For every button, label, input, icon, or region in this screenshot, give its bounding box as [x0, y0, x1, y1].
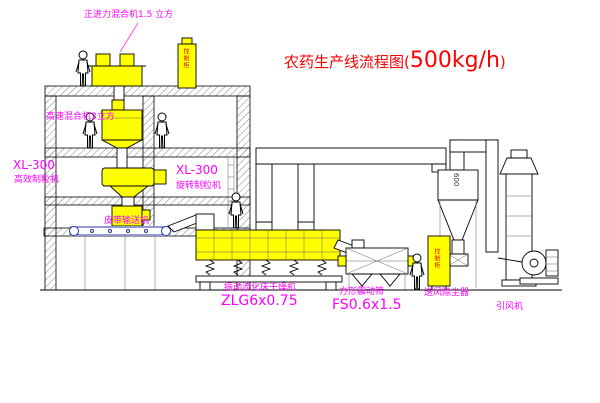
- belt-conveyor-label: 皮带输送机: [104, 216, 150, 226]
- fluid-bed-dryer: [167, 213, 355, 291]
- label-leader-line: [119, 22, 139, 53]
- rotary-granulator: [101, 167, 167, 207]
- dryer-name-label: 振动流化床干燥机: [224, 283, 297, 293]
- swing-granulator: [111, 205, 151, 227]
- diagram-title: 农药生产线流程图(500kg/h): [284, 48, 506, 73]
- cyclone-separator: [437, 139, 499, 288]
- title-text: 农药生产线流程图(: [284, 53, 410, 71]
- top-mixer: [88, 53, 146, 101]
- title-suffix: ): [499, 53, 506, 71]
- high-speed-mixer-label: 高速混合机3立方: [46, 112, 115, 122]
- granulator-left-name: 高效制粒机: [14, 175, 60, 185]
- exhaust-duct: [255, 147, 447, 223]
- granulator-left-model: XL-300: [13, 158, 55, 172]
- sieve-model-label: FS0.6x1.5: [332, 297, 402, 313]
- control-cabinet-top: [177, 37, 197, 89]
- granulator-right-model: XL-300: [176, 163, 218, 177]
- title-capacity: 500kg/h: [409, 48, 500, 73]
- square-sieve: [337, 239, 417, 290]
- top-mixer-label: 正进力混合机1.5 立方: [84, 10, 174, 20]
- dryer-model-label: ZLG6x0.75: [221, 293, 298, 309]
- granulator-right-name: 旋转制粒机: [176, 181, 222, 191]
- worker-figure: [154, 112, 170, 149]
- belt-conveyor: [69, 226, 171, 290]
- cyclone-dimension-label: 600: [452, 173, 460, 187]
- worker-figure: [75, 50, 91, 87]
- sieve-name-label: 方形震动筛: [339, 287, 385, 297]
- control-cabinet-right: [427, 235, 451, 290]
- control-cabinet-right-label: 控制柜: [433, 248, 440, 269]
- fan-label: 引风机: [496, 302, 524, 312]
- induced-draft-fan: [497, 249, 559, 285]
- control-cabinet-top-label: 控制柜: [182, 48, 189, 69]
- high-speed-mixer: [101, 99, 143, 169]
- dust-collector-label: 送风除尘器: [424, 288, 470, 298]
